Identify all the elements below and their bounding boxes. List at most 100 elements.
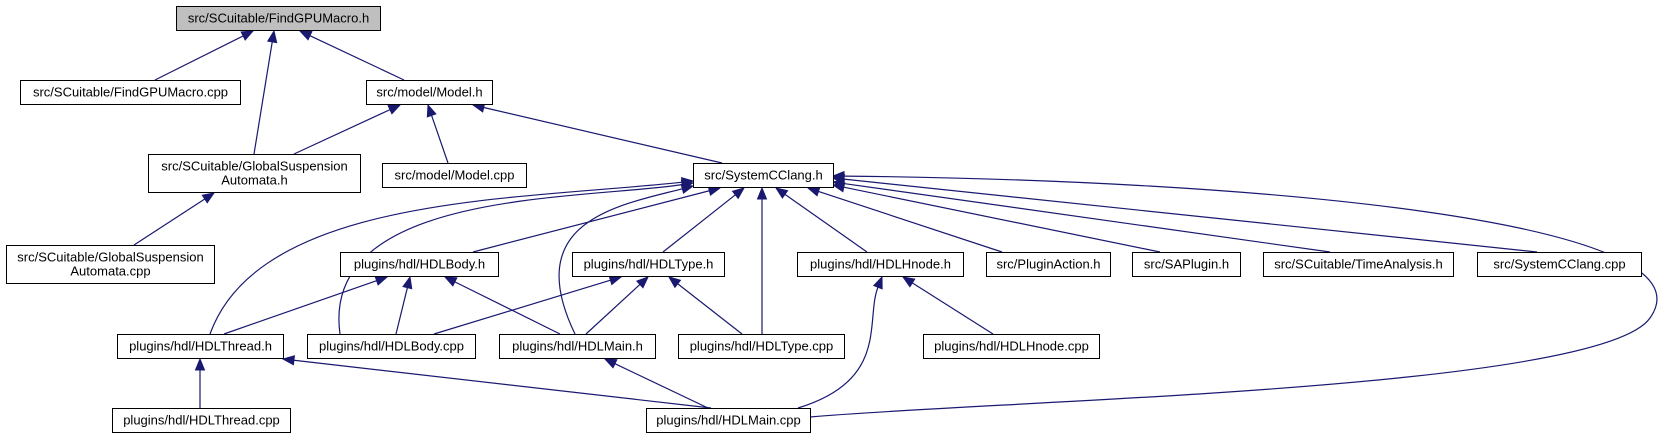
edge-arrowhead (872, 275, 883, 290)
edge-line (209, 181, 683, 335)
file-node-box (366, 80, 493, 105)
edge-arrowhead (806, 186, 821, 197)
edge-arrowhead (402, 275, 413, 290)
file-node-label: src/SCuitable/FindGPUMacro.h (188, 11, 369, 26)
file-node-n4[interactable]: src/model/Model.cpp (382, 163, 527, 188)
edge-n15-includes-n7 (395, 275, 413, 335)
edge-line (809, 175, 1658, 418)
file-node-n16[interactable]: plugins/hdl/HDLMain.h (499, 334, 656, 359)
file-node-n7[interactable]: plugins/hdl/HDLBody.h (340, 252, 499, 277)
file-node-box (1263, 252, 1454, 277)
edge-n20-includes-n14 (281, 355, 712, 409)
file-node-box (1132, 252, 1241, 277)
edge-n1-includes-n0 (154, 30, 255, 81)
file-node-box (6, 245, 215, 284)
file-node-box (923, 334, 1100, 359)
edge-line (338, 184, 683, 335)
edge-line (483, 106, 723, 164)
edge-n9-includes-n5 (774, 187, 868, 253)
file-node-n17[interactable]: plugins/hdl/HDLType.cpp (678, 334, 845, 359)
file-node-box (499, 334, 656, 359)
file-node-n5[interactable]: src/SystemCClang.h (693, 163, 834, 188)
edge-arrowhead (201, 192, 216, 204)
edge-n12-includes-n5 (831, 178, 1331, 253)
edge-arrowhead (774, 187, 789, 199)
edge-line (614, 363, 709, 409)
edge-line (431, 115, 449, 164)
edge-n20-includes-n5 (809, 170, 1658, 418)
edge-n16-includes-n8 (585, 276, 649, 335)
edge-arrowhead (831, 170, 845, 182)
edge-line (454, 281, 561, 335)
file-node-label: plugins/hdl/HDLBody.cpp (319, 339, 464, 354)
edge-line (911, 282, 994, 335)
edge-n20-includes-n9 (797, 275, 883, 409)
file-node-n10[interactable]: src/PluginAction.h (986, 252, 1111, 277)
edge-n3-includes-n2 (293, 104, 402, 155)
edge-n5-includes-n2 (471, 102, 723, 164)
file-node-box (572, 252, 725, 277)
file-node-n15[interactable]: plugins/hdl/HDLBody.cpp (307, 334, 476, 359)
edge-line (843, 178, 1538, 253)
edge-line (293, 109, 391, 155)
file-node-n14[interactable]: plugins/hdl/HDLThread.h (117, 334, 284, 359)
edge-line (843, 186, 1161, 253)
edge-n19-includes-n14 (194, 357, 206, 408)
edge-line (818, 190, 1003, 253)
file-node-n0[interactable]: src/SCuitable/FindGPUMacro.h (176, 6, 381, 31)
edge-line (585, 284, 641, 335)
file-node-n20[interactable]: plugins/hdl/HDLMain.cpp (646, 408, 811, 433)
edge-line (797, 287, 879, 409)
file-node-label: plugins/hdl/HDLType.h (584, 257, 714, 272)
file-node-box (986, 252, 1111, 277)
edge-n10-includes-n5 (806, 186, 1003, 253)
edge-arrowhead (667, 276, 682, 289)
edge-n20-includes-n16 (603, 358, 709, 409)
edge-n4-includes-n2 (426, 103, 449, 164)
edge-line (133, 198, 206, 246)
file-node-n9[interactable]: plugins/hdl/HDLHnode.h (797, 252, 964, 277)
file-node-n8[interactable]: plugins/hdl/HDLType.h (572, 252, 725, 277)
file-node-n1[interactable]: src/SCuitable/FindGPUMacro.cpp (20, 80, 241, 105)
edge-n13-includes-n5 (831, 173, 1538, 253)
file-node-box (1477, 252, 1642, 277)
file-node-label: src/PluginAction.h (996, 257, 1100, 272)
file-node-n2[interactable]: src/model/Model.h (366, 80, 493, 105)
file-node-n18[interactable]: plugins/hdl/HDLHnode.cpp (923, 334, 1100, 359)
edge-n17-includes-n5 (756, 186, 768, 334)
file-node-n13[interactable]: src/SystemCClang.cpp (1477, 252, 1642, 277)
file-node-n11[interactable]: src/SAPlugin.h (1132, 252, 1241, 277)
file-node-n12[interactable]: src/SCuitable/TimeAnalysis.h (1263, 252, 1454, 277)
file-node-n6[interactable]: src/SCuitable/GlobalSuspensionAutomata.c… (6, 245, 215, 284)
edge-arrowhead (298, 30, 313, 41)
edge-arrowhead (635, 276, 649, 289)
edge-line (293, 359, 712, 409)
file-node-label: src/SystemCClang.h (704, 168, 822, 183)
edge-n8-includes-n5 (662, 187, 746, 253)
edge-n18-includes-n9 (901, 276, 994, 335)
edge-arrowhead (281, 355, 296, 366)
file-node-box (20, 80, 241, 105)
file-node-label: plugins/hdl/HDLBody.h (354, 257, 485, 272)
edge-n14-includes-n7 (223, 275, 389, 335)
edge-arrowhead (756, 186, 768, 200)
edge-line (784, 193, 868, 253)
edge-line (223, 280, 377, 335)
edge-arrowhead (194, 357, 206, 371)
file-node-label: Automata.h (221, 173, 288, 188)
file-node-label: src/model/Model.h (376, 85, 482, 100)
edge-arrowhead (240, 30, 255, 41)
file-node-n19[interactable]: plugins/hdl/HDLThread.cpp (112, 408, 291, 433)
graph-nodes: src/SCuitable/FindGPUMacro.h src/SCuitabl… (6, 6, 1642, 433)
file-node-box (693, 163, 834, 188)
edge-line (154, 35, 244, 81)
edge-n17-includes-n8 (667, 276, 743, 335)
edge-line (253, 41, 273, 155)
file-node-label: src/SAPlugin.h (1144, 257, 1229, 272)
file-node-label: plugins/hdl/HDLMain.cpp (656, 413, 801, 428)
edge-line (472, 190, 710, 253)
file-node-box (382, 163, 527, 188)
file-node-label: Automata.cpp (70, 264, 150, 279)
edge-arrowhead (680, 183, 695, 194)
